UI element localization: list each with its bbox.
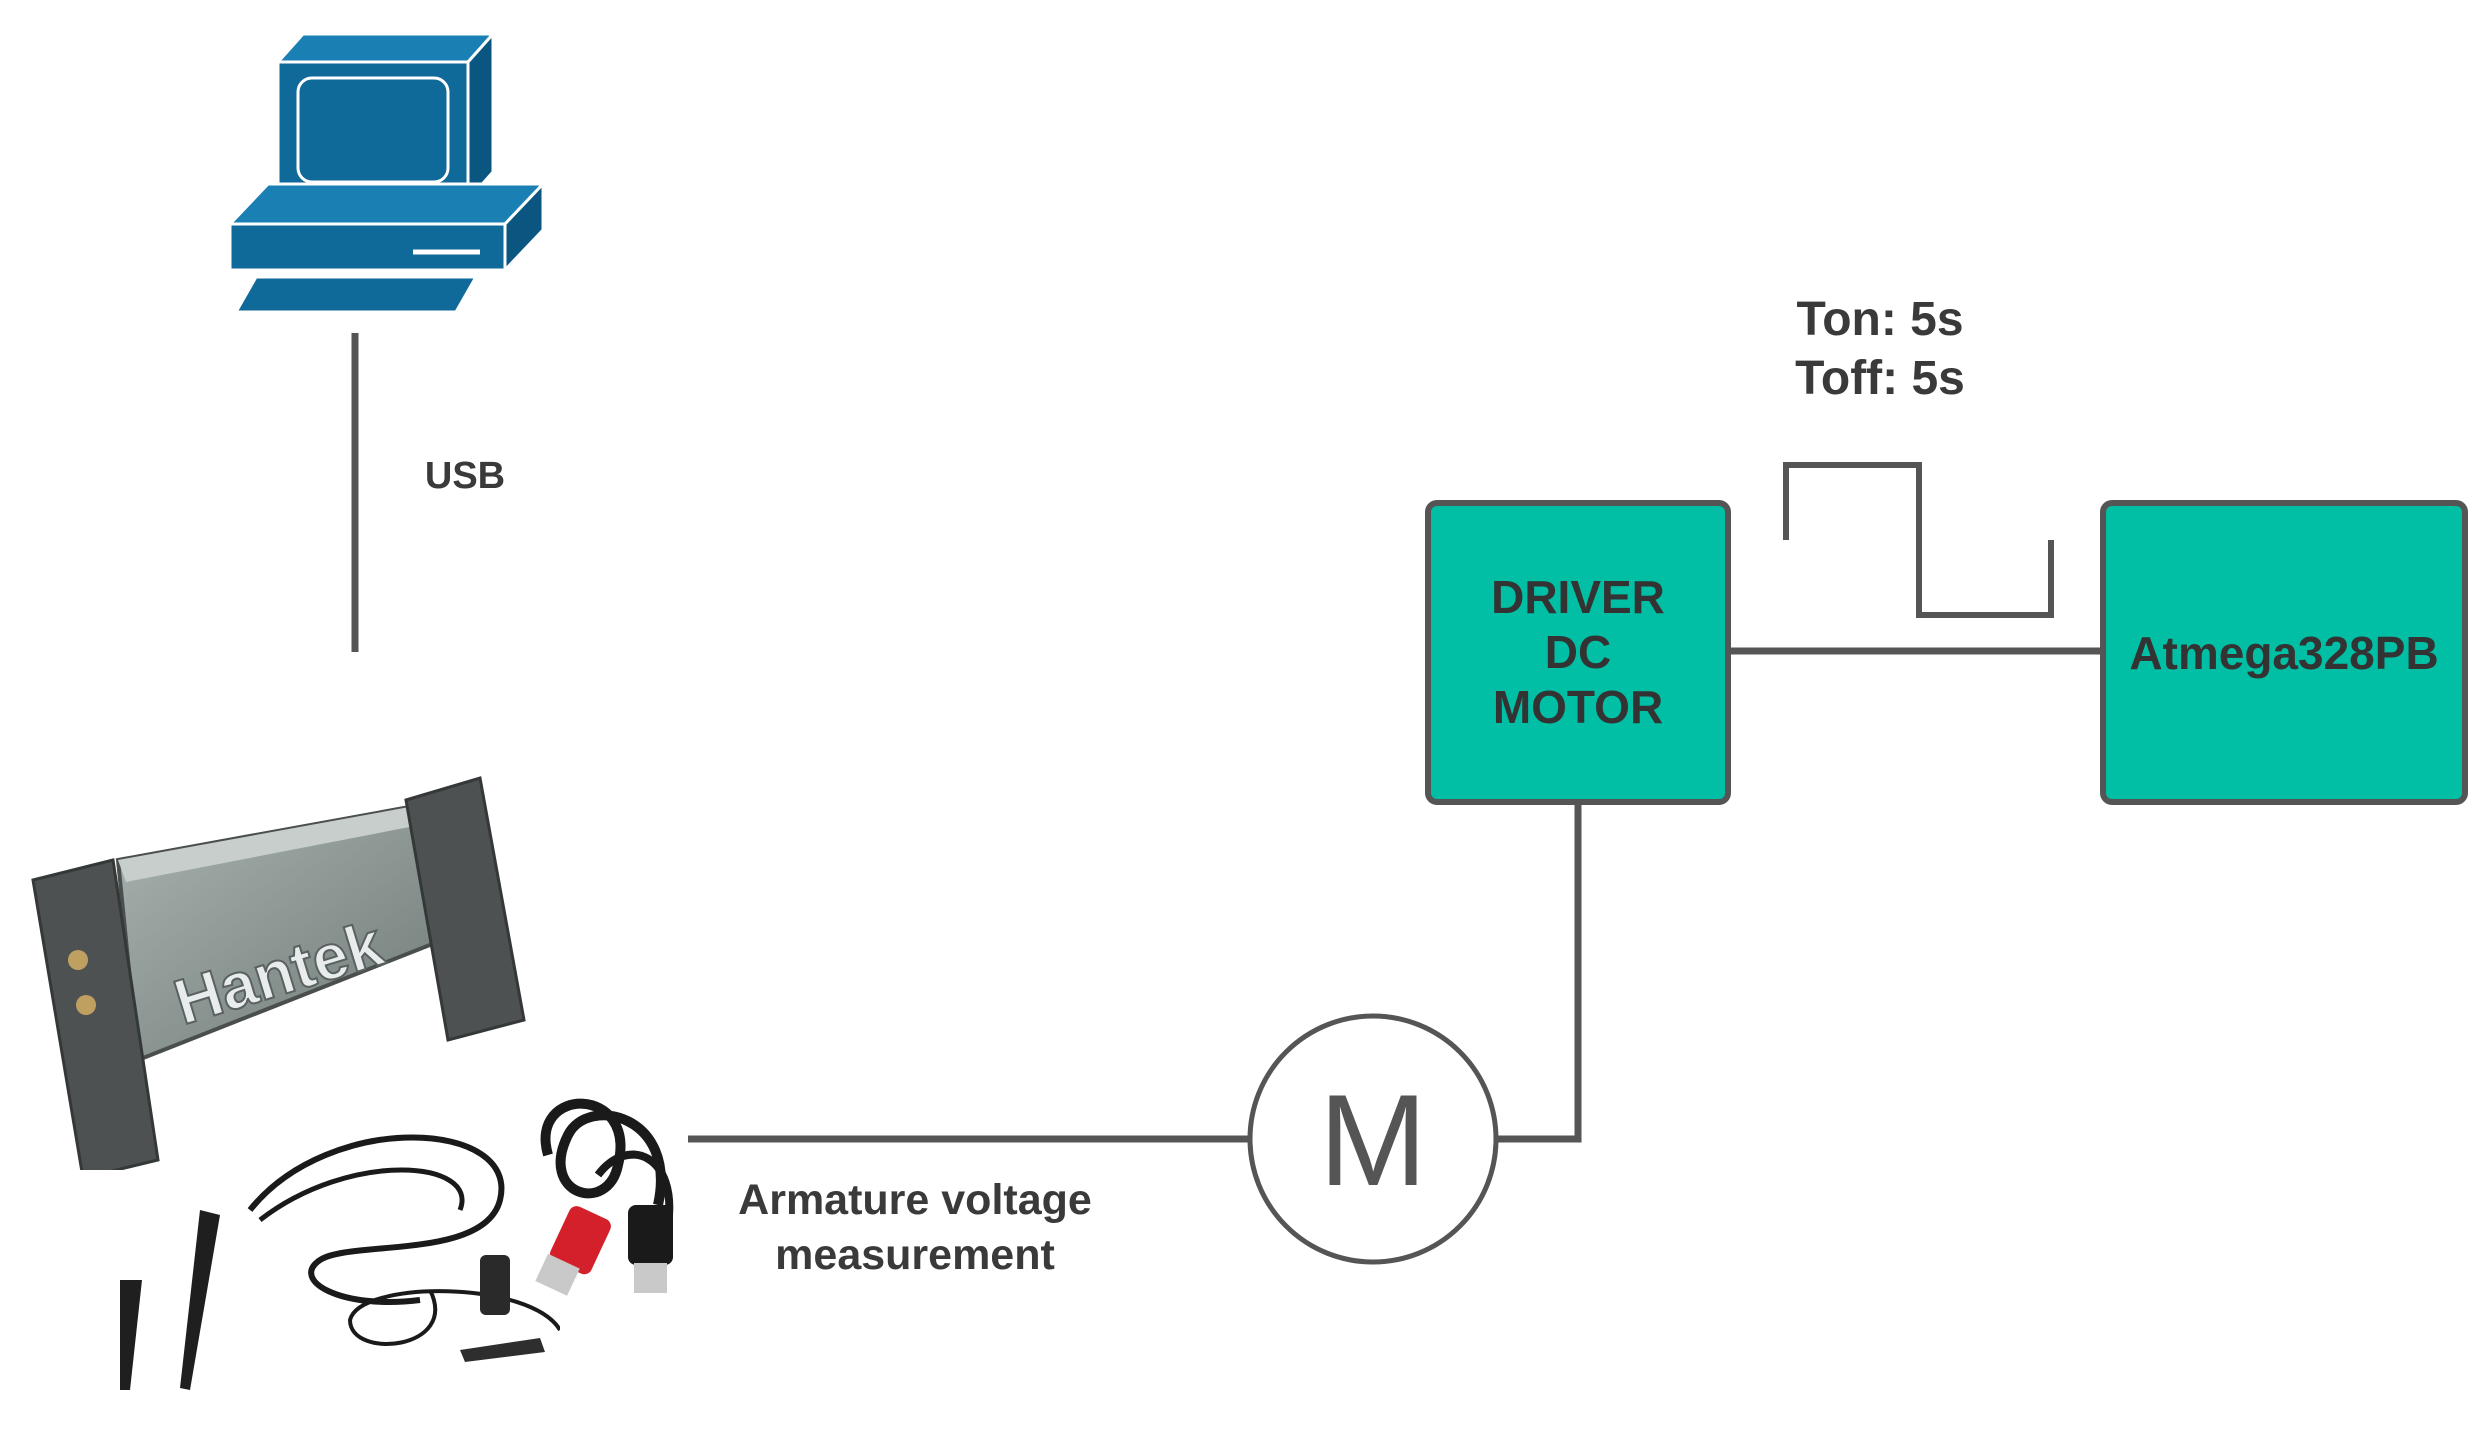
- armature-label-line1: Armature voltage: [738, 1176, 1092, 1224]
- square-wave-icon: [1783, 462, 2054, 618]
- atmega328pb-block: Atmega328PB: [2100, 500, 2468, 805]
- driver-line-2: DC: [1544, 626, 1612, 678]
- motor-symbol-letter: M: [1318, 1067, 1428, 1213]
- usb-cable-icon: [535, 1098, 674, 1296]
- mcu-block-label: Atmega328PB: [2129, 626, 2439, 679]
- ton-label: Ton: 5s: [1796, 293, 1964, 346]
- armature-label-line2: measurement: [775, 1231, 1055, 1279]
- desktop-computer-icon: [228, 32, 545, 314]
- driver-dc-motor-block: DRIVER DC MOTOR: [1425, 500, 1731, 805]
- driver-line-1: DRIVER: [1491, 571, 1665, 623]
- usb-oscilloscope-icon: Hantek: [31, 776, 526, 1170]
- motor-symbol: [1247, 1013, 1499, 1265]
- usb-label: USB: [424, 455, 506, 497]
- driver-block-label: DRIVER DC MOTOR: [1491, 570, 1665, 735]
- oscilloscope-probe-icon: [120, 1134, 560, 1390]
- driver-line-3: MOTOR: [1492, 681, 1664, 733]
- motor-to-driver-wire: [1497, 805, 1582, 1143]
- toff-label: Toff: 5s: [1795, 352, 1965, 405]
